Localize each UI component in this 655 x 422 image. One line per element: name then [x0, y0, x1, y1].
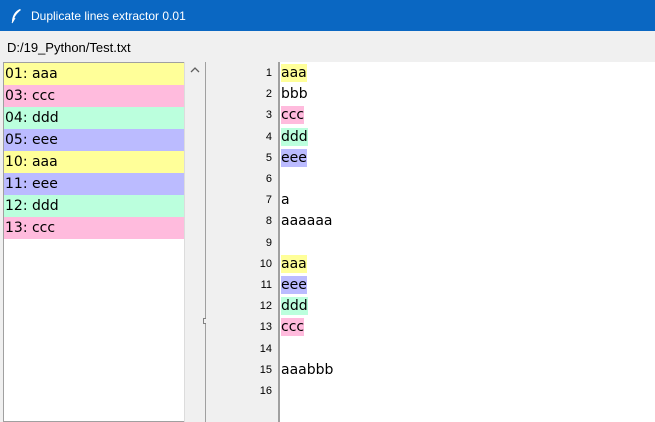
line-text: aaabbb [281, 362, 334, 378]
line-number: 9 [265, 237, 272, 249]
gutter-border [278, 62, 280, 422]
line-number-gutter [206, 62, 278, 422]
line-text: ccc [281, 318, 305, 336]
line-text: ddd [281, 128, 308, 146]
duplicate-item[interactable]: 13: ccc [4, 217, 184, 239]
duplicate-item[interactable]: 05: eee [4, 129, 184, 151]
line-text: aaa [281, 64, 307, 82]
line-number: 10 [259, 258, 272, 270]
editor-line[interactable]: ddd [281, 127, 308, 148]
duplicate-item[interactable]: 11: eee [4, 173, 184, 195]
file-path: D:/19_Python/Test.txt [7, 39, 131, 55]
line-number: 4 [265, 131, 272, 143]
duplicate-item[interactable]: 12: ddd [4, 195, 184, 217]
editor-line[interactable]: bbb [281, 84, 308, 105]
duplicate-item[interactable]: 03: ccc [4, 85, 184, 107]
line-text: aaa [281, 255, 307, 273]
duplicate-item[interactable]: 01: aaa [4, 63, 184, 85]
line-text: eee [281, 276, 307, 294]
line-text: a [281, 192, 290, 208]
line-text: bbb [281, 86, 308, 102]
line-number: 7 [265, 194, 272, 206]
feather-icon [11, 8, 21, 23]
editor-line[interactable]: aaa [281, 63, 307, 84]
line-text: ddd [281, 297, 308, 315]
line-number: 6 [265, 173, 272, 185]
title-bar[interactable]: Duplicate lines extractor 0.01 [0, 0, 655, 31]
line-number: 1 [265, 67, 272, 79]
duplicate-item[interactable]: 10: aaa [4, 151, 184, 173]
line-number: 11 [260, 279, 272, 291]
editor-line[interactable]: ccc [281, 105, 305, 126]
editor-line[interactable]: ddd [281, 296, 308, 317]
line-text: ccc [281, 106, 305, 124]
editor-line[interactable]: aaaaaa [281, 211, 332, 232]
duplicates-scrollbar[interactable] [184, 62, 205, 422]
editor-line[interactable]: a [281, 190, 290, 211]
window-title: Duplicate lines extractor 0.01 [31, 8, 186, 23]
line-number: 14 [259, 343, 272, 355]
path-bar: D:/19_Python/Test.txt [0, 31, 655, 61]
line-number: 13 [259, 321, 272, 333]
editor-line[interactable]: eee [281, 148, 307, 169]
text-editor[interactable] [280, 62, 655, 422]
line-number: 15 [259, 364, 272, 376]
editor-line[interactable]: aaabbb [281, 360, 333, 381]
line-text: eee [281, 149, 307, 167]
duplicate-item[interactable]: 04: ddd [4, 107, 184, 129]
pane-divider [205, 62, 206, 422]
line-number: 8 [265, 215, 272, 227]
editor-line[interactable]: eee [281, 275, 307, 296]
line-number: 12 [259, 300, 272, 312]
line-number: 2 [265, 88, 272, 100]
line-number: 5 [265, 152, 272, 164]
editor-line[interactable]: aaa [281, 254, 307, 275]
scroll-up-icon[interactable] [190, 66, 200, 74]
line-number: 3 [265, 109, 272, 121]
editor-line[interactable]: ccc [281, 317, 305, 338]
line-text: aaaaaa [281, 213, 333, 229]
line-number: 16 [259, 385, 272, 397]
